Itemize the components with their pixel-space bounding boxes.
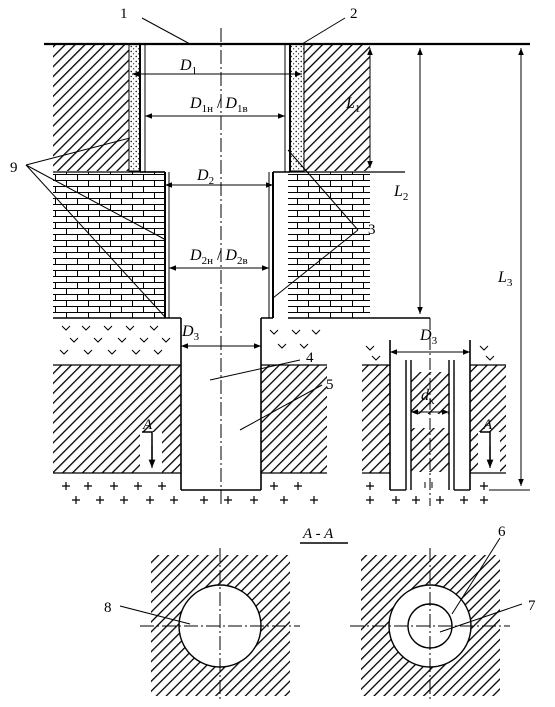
label-2: 2 [350,6,358,22]
right-elevation [362,318,506,506]
rock-layer [62,482,318,504]
dim-D3-variant: D3 [419,327,438,347]
upper-casing [139,44,291,172]
grout-right [289,43,305,172]
clay-layer-right-variant-left [362,365,390,473]
grout-left [128,43,141,172]
dim-D2n-D2v: D2н / D2в [189,247,248,267]
section-title: A - A [302,526,334,542]
label-5: 5 [326,377,334,393]
label-9: 9 [10,160,18,176]
section-mark-left [142,431,156,468]
label-4: 4 [306,350,314,366]
dim-dk: dк [421,387,435,407]
number-labels: 1 2 3 4 5 6 7 8 9 [10,6,536,616]
dimension-lines [132,43,530,491]
dim-D2: D2 [196,167,214,187]
dim-D1n-D1v: D1н / D1в [189,95,248,115]
dim-L2: L2 [393,183,408,203]
main-elevation [44,28,530,506]
topsoil-left [53,44,129,171]
brick-layer-right [288,172,370,318]
dimension-labels: D1 D1н / D1в D2 D2н / D2в D3 D3 dк L1 L2… [179,57,513,407]
label-6: 6 [498,524,506,540]
section-labels: A A A - A [142,417,493,542]
brick-layer-left [53,172,165,318]
lower-casing [140,171,290,318]
dim-D1: D1 [179,57,197,77]
dim-L1: L1 [345,95,360,115]
topsoil-right [304,44,370,171]
section-aa [119,537,523,700]
section-mark-left-label: A [142,417,153,433]
label-7: 7 [528,598,536,614]
label-1: 1 [120,6,128,22]
leader-lines [25,17,359,431]
label-3: 3 [368,222,376,238]
label-8: 8 [104,600,112,616]
section-mark-right-label: A [482,417,493,433]
uncased-shaft [165,317,273,491]
dim-D3: D3 [181,323,200,343]
sand-layer [59,325,321,355]
dim-L3: L3 [497,269,513,289]
clay-layer-right [261,365,327,473]
